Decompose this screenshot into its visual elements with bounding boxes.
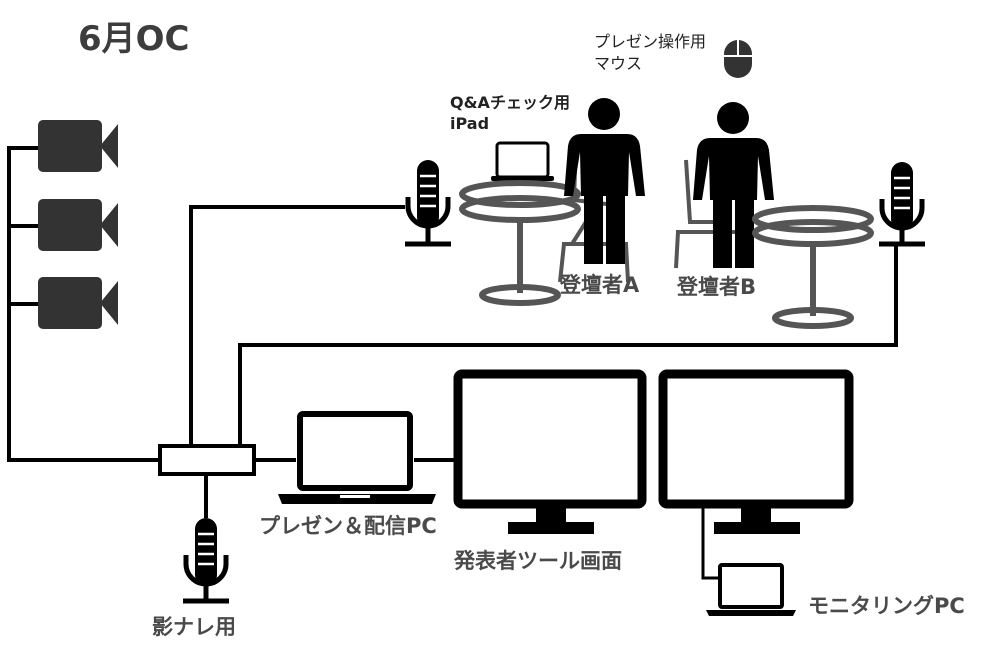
microphone-icon-shadow-narration: [183, 518, 229, 604]
table-b-icon: [752, 205, 874, 329]
audio-mixer-box: [158, 444, 256, 476]
presenter-screen-label: 発表者ツール画面: [454, 549, 622, 573]
presenter-monitor-icon: [453, 369, 647, 534]
mic-b-line: [238, 245, 898, 446]
presentation-pc-label: プレゼン＆配信PC: [259, 514, 437, 538]
presentation-laptop-icon: [278, 411, 436, 504]
monitoring-laptop-icon: [706, 563, 796, 616]
speaker-b-figure: [693, 102, 774, 268]
speaker-a-figure: [564, 98, 645, 264]
mouse-label-line2: マウス: [594, 54, 643, 73]
ipad-laptop-icon: [491, 141, 554, 181]
video-camera-icon-2: [38, 199, 118, 251]
microphone-icon-b: [879, 162, 925, 247]
shadow-narration-label: 影ナレ用: [152, 615, 236, 639]
speaker-a-label: 登壇者A: [560, 273, 640, 297]
monitor2-to-laptop-line: [701, 490, 720, 580]
connection-lines: [7, 146, 898, 580]
table-a-icon: [459, 180, 581, 306]
ipad-label-line2: iPad: [450, 114, 490, 133]
mouse-label-line1: プレゼン操作用: [594, 32, 707, 51]
camera-icons: [38, 120, 118, 329]
diagram-title: 6月OC: [78, 19, 190, 59]
secondary-monitor-icon: [658, 369, 854, 534]
video-camera-icon-1: [38, 120, 118, 172]
mouse-icon: [724, 40, 752, 78]
monitoring-pc-label: モニタリングPC: [808, 594, 965, 618]
video-camera-icon-3: [38, 277, 118, 329]
microphone-icon-a: [405, 160, 451, 247]
speaker-b-label: 登壇者B: [677, 275, 757, 299]
ipad-label-line1: Q&Aチェック用: [450, 93, 570, 112]
mic-a-line: [189, 205, 405, 446]
